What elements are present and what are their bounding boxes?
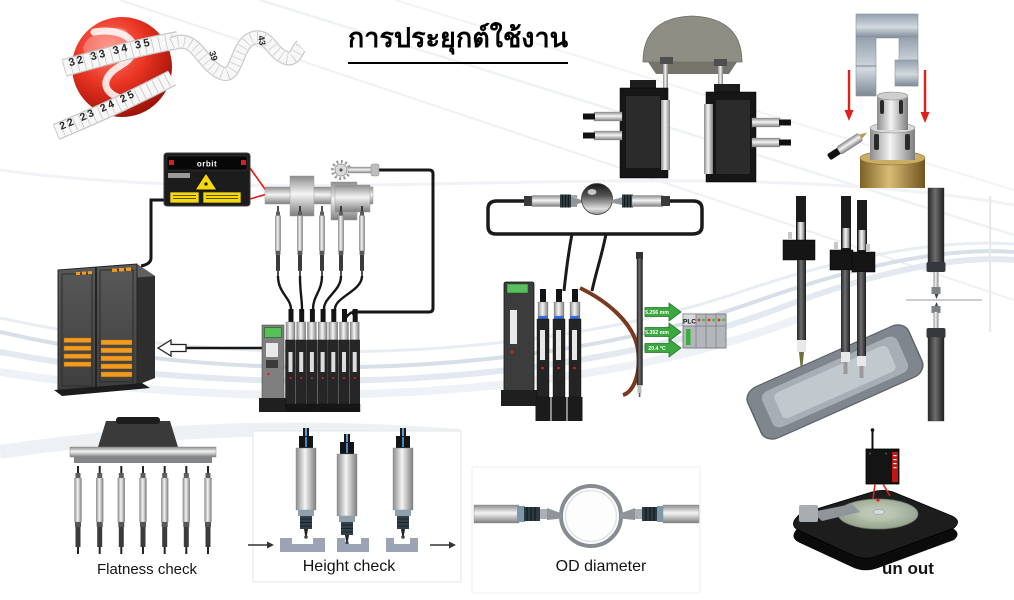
tray-part bbox=[746, 324, 924, 440]
module-bank bbox=[186, 308, 361, 413]
clamp-fixture bbox=[583, 15, 791, 183]
plc-block: PLC bbox=[682, 313, 727, 349]
part-hub bbox=[98, 421, 178, 447]
caption-height-check: Height check bbox=[302, 558, 396, 575]
controller-screen bbox=[264, 327, 282, 338]
laser-shaft-group: orbit bbox=[140, 152, 435, 323]
laser-warning-triangle-icon bbox=[194, 172, 218, 191]
ball-probe-left bbox=[524, 194, 582, 208]
tape-number-wave-b: 43 bbox=[256, 35, 268, 47]
height-check-figure bbox=[248, 427, 462, 583]
logo-swirl-icon bbox=[90, 27, 138, 104]
reading-1: 5.256 mm bbox=[645, 310, 669, 316]
plc-output: 5.256 mm 5.352 mm 20.4 °C PLC bbox=[644, 302, 727, 358]
bank-controller bbox=[259, 324, 286, 412]
white-arrow-icon bbox=[156, 338, 187, 358]
control-cabinet bbox=[54, 263, 187, 396]
tray-probe-1 bbox=[782, 196, 816, 366]
sensor-beams bbox=[872, 483, 891, 502]
dome-part bbox=[642, 15, 743, 63]
tape-wave: 39 43 bbox=[169, 30, 307, 81]
u-bracket-part bbox=[855, 13, 919, 97]
od-probe-left bbox=[473, 504, 562, 524]
flow-arrow-right-icon bbox=[430, 541, 456, 549]
probe-cables bbox=[276, 275, 364, 310]
tray-probe-2 bbox=[829, 196, 854, 374]
reading-arrows bbox=[644, 302, 682, 358]
right-gauge-block bbox=[704, 84, 791, 183]
bank-modules bbox=[284, 308, 361, 413]
probe-loop-cable bbox=[486, 199, 704, 236]
od-probe-right bbox=[620, 504, 700, 524]
caption-od-diameter: OD diameter bbox=[555, 558, 647, 575]
upper-probe bbox=[926, 187, 946, 299]
reference-ball bbox=[581, 183, 613, 215]
flow-arrow-left-icon bbox=[248, 541, 274, 549]
plc-label: PLC bbox=[683, 319, 696, 326]
height-blocks bbox=[280, 538, 418, 552]
part-flange bbox=[69, 446, 217, 458]
ball-measurement bbox=[486, 183, 704, 292]
red-arrow-right-icon bbox=[920, 70, 930, 123]
station-controller bbox=[501, 281, 537, 406]
red-arrow-left-icon bbox=[844, 70, 854, 121]
left-gauge-block bbox=[583, 80, 670, 179]
tray-probe-3 bbox=[851, 200, 876, 378]
orbit-station bbox=[501, 252, 643, 422]
brand-logo: 22 23 24 25 32 33 34 35 39 43 bbox=[52, 17, 307, 140]
page-title-text: การประยุกต์ใช้งาน bbox=[347, 16, 569, 64]
encoder-cable bbox=[352, 168, 435, 314]
cabinet-leds bbox=[76, 267, 131, 275]
part-photo bbox=[827, 13, 930, 188]
laser-cable bbox=[140, 198, 168, 268]
laser-sensor bbox=[865, 428, 900, 485]
actuator-arm bbox=[812, 504, 860, 521]
reading-2: 5.352 mm bbox=[645, 330, 669, 336]
gear-encoder bbox=[330, 159, 380, 181]
laser-unit: orbit bbox=[163, 152, 251, 207]
pencil-probe-vertical bbox=[636, 252, 643, 397]
station-screen bbox=[506, 283, 529, 294]
flatness-check-figure bbox=[69, 417, 217, 555]
warning-label bbox=[202, 191, 242, 204]
caption-flatness-check: Flatness check bbox=[96, 561, 198, 578]
laser-beams bbox=[249, 167, 268, 200]
thickness-gauges bbox=[906, 187, 982, 422]
laser-brand-label: orbit bbox=[197, 160, 217, 169]
cabinet-vents bbox=[63, 337, 133, 378]
tray-fixture bbox=[746, 196, 924, 440]
tape-number-wave-a: 39 bbox=[207, 50, 220, 63]
flatness-probes bbox=[74, 465, 212, 555]
page-title: การประยุกต์ใช้งาน bbox=[330, 16, 586, 64]
warning-label bbox=[169, 191, 200, 204]
ball-probe-right bbox=[612, 194, 670, 208]
lower-probe bbox=[926, 302, 946, 422]
measured-shaft bbox=[264, 175, 374, 221]
station-modules bbox=[535, 288, 583, 422]
od-diameter-figure bbox=[471, 466, 701, 594]
stepped-cylinder-part bbox=[859, 91, 926, 188]
handheld-probe bbox=[827, 132, 868, 160]
runout-figure bbox=[793, 428, 958, 571]
caption-run-out: un out bbox=[882, 559, 934, 578]
reading-3: 20.4 °C bbox=[648, 346, 666, 352]
measured-ring bbox=[559, 484, 623, 548]
